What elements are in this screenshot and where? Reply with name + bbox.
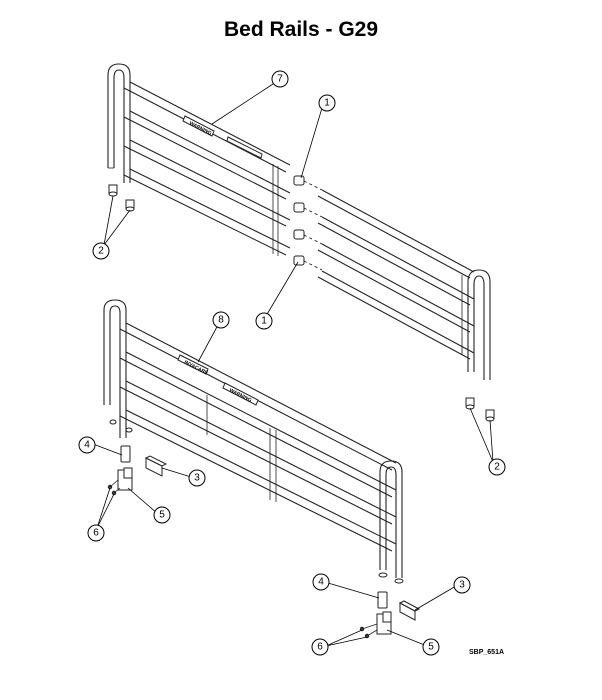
callout-1-top: 1 (318, 94, 336, 112)
callout-5-left: 5 (153, 506, 171, 524)
svg-text:6: 6 (317, 642, 323, 653)
upper-left-feet (108, 184, 135, 212)
callout-6-right: 6 (311, 638, 329, 656)
svg-text:7: 7 (277, 74, 283, 85)
svg-text:5: 5 (159, 510, 165, 521)
svg-text:4: 4 (318, 577, 324, 588)
upper-connectors (293, 175, 305, 266)
callout-3-left: 3 (188, 469, 206, 487)
svg-text:1: 1 (324, 98, 330, 109)
callout-3-right: 3 (453, 576, 471, 594)
upper-right-feet (465, 397, 495, 422)
callout-4-right: 4 (312, 573, 330, 591)
right-bracket-hardware (359, 591, 421, 639)
callout-2-right: 2 (488, 458, 506, 476)
upper-right-tubes (317, 189, 475, 360)
lower-rail-label-2: WARNING (228, 387, 252, 403)
svg-text:6: 6 (93, 528, 99, 539)
svg-text:3: 3 (459, 580, 465, 591)
upper-rail-assembly: WARNING (107, 63, 495, 422)
svg-text:8: 8 (218, 315, 224, 326)
svg-text:2: 2 (494, 462, 500, 473)
drawing-reference-code: SBP_651A (469, 649, 505, 656)
upper-left-tubes (123, 81, 291, 256)
callout-1-bottom: 1 (255, 312, 273, 330)
callout-4-left: 4 (78, 436, 96, 454)
callout-8: 8 (212, 311, 230, 329)
svg-text:2: 2 (98, 246, 104, 257)
callout-6-left: 6 (87, 524, 105, 542)
callout-leaders (92, 83, 494, 647)
svg-text:3: 3 (194, 473, 200, 484)
diagram-title: Bed Rails - G29 (223, 18, 379, 41)
svg-text:1: 1 (261, 316, 267, 327)
svg-text:5: 5 (428, 642, 434, 653)
lower-rail-assembly: INVACARE WARNING (103, 299, 404, 584)
left-bracket-hardware (107, 445, 168, 496)
callout-7: 7 (271, 70, 289, 88)
callout-2-left: 2 (92, 242, 110, 260)
svg-text:4: 4 (84, 440, 90, 451)
callout-5-right: 5 (422, 638, 440, 656)
